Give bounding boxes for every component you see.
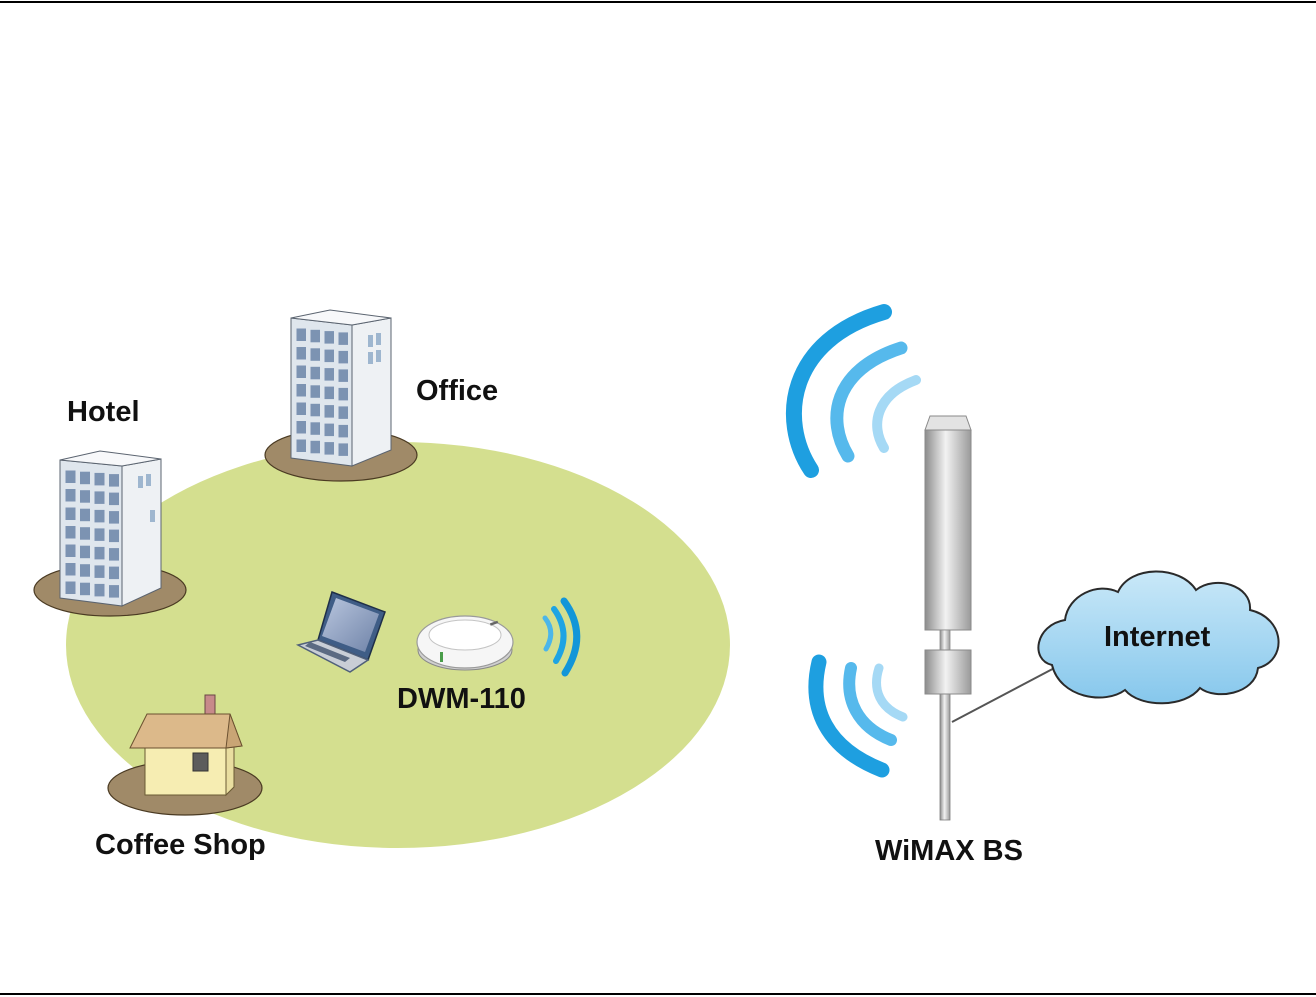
building-window	[296, 421, 307, 435]
building-window	[80, 490, 91, 504]
wimax-bs-label: WiMAX BS	[875, 837, 1023, 866]
building-window	[109, 566, 120, 580]
building-window	[338, 406, 349, 420]
building-window	[80, 582, 91, 596]
building-window	[109, 529, 120, 543]
building-window	[310, 385, 321, 399]
building-window	[296, 402, 307, 416]
building-window	[94, 472, 105, 486]
building-window	[94, 583, 105, 597]
building-window	[65, 470, 76, 484]
building-window	[94, 546, 105, 560]
building-window	[338, 443, 349, 457]
building-window	[65, 526, 76, 540]
building-window	[324, 386, 335, 400]
building-window	[296, 439, 307, 453]
internet-label: Internet	[1104, 623, 1210, 652]
building-window	[310, 366, 321, 380]
building-window	[296, 384, 307, 398]
building-window	[324, 405, 335, 419]
building-window	[65, 581, 76, 595]
building-window	[324, 368, 335, 382]
building-window	[338, 424, 349, 438]
building-window	[65, 489, 76, 503]
building-window	[94, 491, 105, 505]
building-window	[310, 348, 321, 362]
office-label: Office	[416, 377, 498, 406]
building-window	[109, 511, 120, 524]
building-window	[338, 369, 349, 383]
building-window	[338, 332, 349, 346]
building-window	[80, 564, 91, 578]
building-window	[80, 527, 91, 541]
building-window	[80, 508, 91, 522]
building-window	[296, 347, 307, 361]
building-window	[65, 507, 76, 521]
building-window	[65, 544, 76, 558]
office-building-icon	[265, 310, 417, 481]
building-window	[338, 350, 349, 364]
wimax-base-station-tower-icon	[925, 416, 971, 820]
building-window	[324, 331, 335, 345]
building-window	[338, 387, 349, 401]
building-window	[296, 365, 307, 379]
building-window	[296, 328, 307, 342]
building-window	[65, 563, 76, 577]
building-window	[310, 422, 321, 436]
dwm-110-label: DWM-110	[397, 685, 526, 714]
building-window	[80, 545, 91, 559]
building-window	[310, 329, 321, 343]
building-window	[94, 565, 105, 579]
building-window	[324, 423, 335, 437]
building-window	[109, 585, 120, 599]
building-window	[109, 492, 120, 506]
building-window	[310, 440, 321, 454]
building-window	[80, 471, 91, 485]
coffee-shop-label: Coffee Shop	[95, 831, 266, 860]
building-window	[109, 548, 120, 562]
dwm-110-device-icon	[417, 616, 513, 670]
base-station-signal-icon	[794, 312, 916, 770]
hotel-label: Hotel	[67, 398, 140, 427]
building-window	[94, 509, 105, 523]
building-window	[324, 349, 335, 363]
building-window	[109, 474, 120, 488]
building-window	[324, 442, 335, 456]
building-window	[310, 403, 321, 417]
building-window	[94, 528, 105, 542]
